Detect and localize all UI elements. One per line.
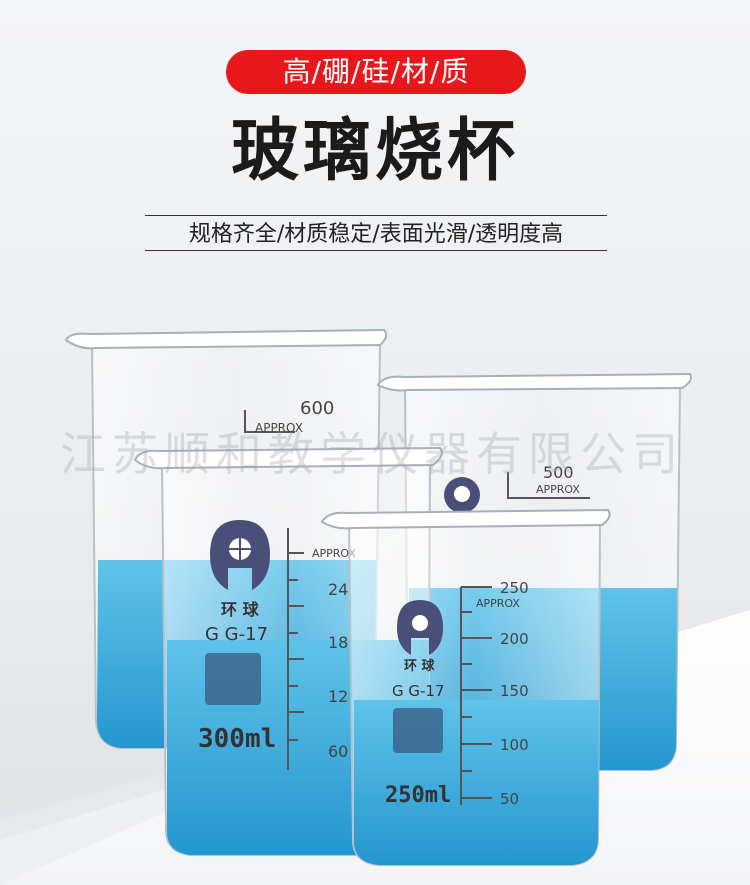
beaker-250-approx: APPROX [476,597,520,610]
beaker-250: 环 球 G G-17 250ml 250 APPROX 200 150 100 … [320,508,611,866]
beaker-250-logo-icon [397,600,443,655]
beaker-300-tick-60: 60 [328,742,348,761]
beaker-250-tick-50: 50 [500,790,519,808]
subtitle: 规格齐全/材质稳定/表面光滑/透明度高 [188,222,564,247]
page-title: 玻璃烧杯 [230,112,519,191]
material-badge: 高/硼/硅/材/质 [226,50,526,94]
beaker-250-tick-100: 100 [500,736,529,754]
subtitle-top-rule [145,215,607,216]
watermark: 江苏顺和教学仪器有限公司 [60,427,684,481]
beaker-250-capacity: 250 [500,579,529,597]
beaker-300-brand: 环 球 [221,600,260,619]
beaker-250-brand: 环 球 [404,658,436,674]
beaker-500-approx: APPROX [536,483,580,496]
beaker-300-tick-12: 12 [328,687,348,706]
beaker-250-marking-patch [393,708,443,753]
beaker-300-tick-24: 24 [328,580,348,599]
beaker-250-grade: G G-17 [392,682,445,700]
beaker-250-tick-150: 150 [500,682,529,700]
beaker-300-grade: G G-17 [205,624,268,645]
beaker-250-tick-200: 200 [500,630,529,648]
beaker-500-logo-icon [444,477,480,513]
beaker-250-label: 250ml [385,783,451,808]
beaker-600-capacity: 600 [300,398,334,419]
subtitle-bottom-rule [145,250,607,251]
beaker-300-tick-18: 18 [328,633,348,652]
beaker-300-marking-patch [205,653,261,705]
beaker-300-approx: APPROX [312,547,356,560]
beaker-300-label: 300ml [198,724,276,754]
beaker-500-capacity: 500 [543,463,574,482]
beaker-600-approx: APPROX [255,421,303,435]
beaker-300-logo-icon [210,520,270,590]
